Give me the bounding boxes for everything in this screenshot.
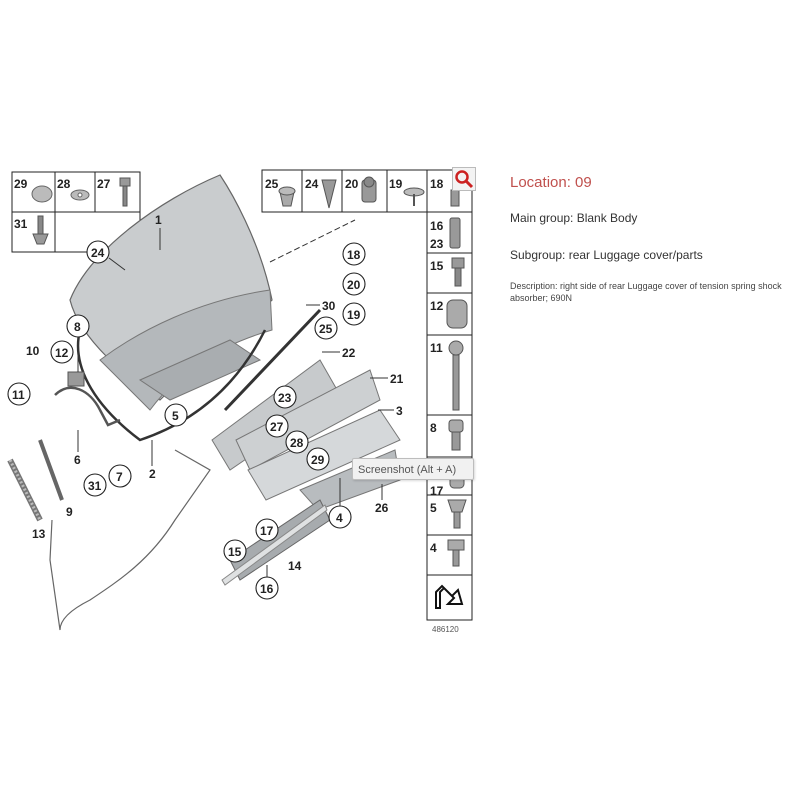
screenshot-tooltip: Screenshot (Alt + A) xyxy=(352,458,474,480)
label-12: 12 xyxy=(55,346,69,360)
label-23: 23 xyxy=(278,391,292,405)
label-8: 8 xyxy=(74,320,81,334)
magnifier-icon xyxy=(455,170,474,189)
label-8-col: 8 xyxy=(430,421,437,435)
small-parts-box: 29 28 27 31 xyxy=(11,171,141,253)
label-25-top: 25 xyxy=(265,177,279,191)
trim-panel-21 xyxy=(235,369,381,471)
clip-icon xyxy=(37,215,44,235)
label-28: 28 xyxy=(290,436,304,450)
label-13: 13 xyxy=(32,527,46,541)
label-19-top: 19 xyxy=(389,177,403,191)
label-4: 4 xyxy=(336,511,343,525)
label-20: 20 xyxy=(347,278,361,292)
hinge-arm xyxy=(54,386,121,427)
label-17-col: 17 xyxy=(430,484,444,498)
return-arrow-icon[interactable] xyxy=(435,584,464,609)
label-16: 16 xyxy=(260,582,274,596)
fastener-box: 25 24 20 19 18 xyxy=(261,169,473,213)
label-19: 19 xyxy=(347,308,361,322)
label-18: 18 xyxy=(347,248,361,262)
subgroup-text: Subgroup: rear Luggage cover/parts xyxy=(510,248,703,262)
label-5: 5 xyxy=(172,409,179,423)
label-9: 9 xyxy=(66,505,73,519)
description-text: Description: right side of rear Luggage … xyxy=(510,281,782,303)
label-27: 27 xyxy=(97,177,111,191)
trunk-lid xyxy=(69,174,273,442)
label-18-top: 18 xyxy=(430,177,444,191)
label-11-col: 11 xyxy=(430,341,443,355)
label-31: 31 xyxy=(88,479,102,493)
label-11: 11 xyxy=(12,388,25,402)
label-27: 27 xyxy=(270,420,284,434)
label-12-col: 12 xyxy=(430,299,444,313)
label-29: 29 xyxy=(14,177,28,191)
diagram-id: 486120 xyxy=(432,625,459,634)
label-7: 7 xyxy=(116,470,123,484)
label-15: 15 xyxy=(228,545,242,559)
label-30: 30 xyxy=(322,299,336,313)
label-2: 2 xyxy=(149,467,156,481)
zoom-button[interactable] xyxy=(452,167,476,191)
label-5-col: 5 xyxy=(430,501,437,515)
label-24: 24 xyxy=(91,246,105,260)
label-26: 26 xyxy=(375,501,389,515)
strut-9 xyxy=(38,439,64,501)
label-15-col: 15 xyxy=(430,259,444,273)
label-23-col: 23 xyxy=(430,237,444,251)
label-22: 22 xyxy=(342,346,356,360)
bolt-column: 16 23 15 12 11 8 17 5 4 486120 xyxy=(426,169,473,634)
cap-icon xyxy=(31,185,53,203)
label-4-col: 4 xyxy=(430,541,437,555)
label-3: 3 xyxy=(396,404,403,418)
bolt-icon xyxy=(119,177,131,187)
label-16-col: 16 xyxy=(430,219,444,233)
label-6: 6 xyxy=(74,453,81,467)
label-17: 17 xyxy=(260,524,274,538)
label-20-top: 20 xyxy=(345,177,359,191)
label-21: 21 xyxy=(390,372,404,386)
label-28: 28 xyxy=(57,177,71,191)
label-29: 29 xyxy=(311,453,325,467)
label-14: 14 xyxy=(288,559,302,573)
label-10: 10 xyxy=(26,344,40,358)
location-text: Location: 09 xyxy=(510,174,592,191)
label-31: 31 xyxy=(14,217,28,231)
label-1: 1 xyxy=(155,213,162,227)
release-cable xyxy=(49,449,211,631)
label-25: 25 xyxy=(319,322,333,336)
label-24-top: 24 xyxy=(305,177,319,191)
main-group-text: Main group: Blank Body xyxy=(510,211,638,225)
